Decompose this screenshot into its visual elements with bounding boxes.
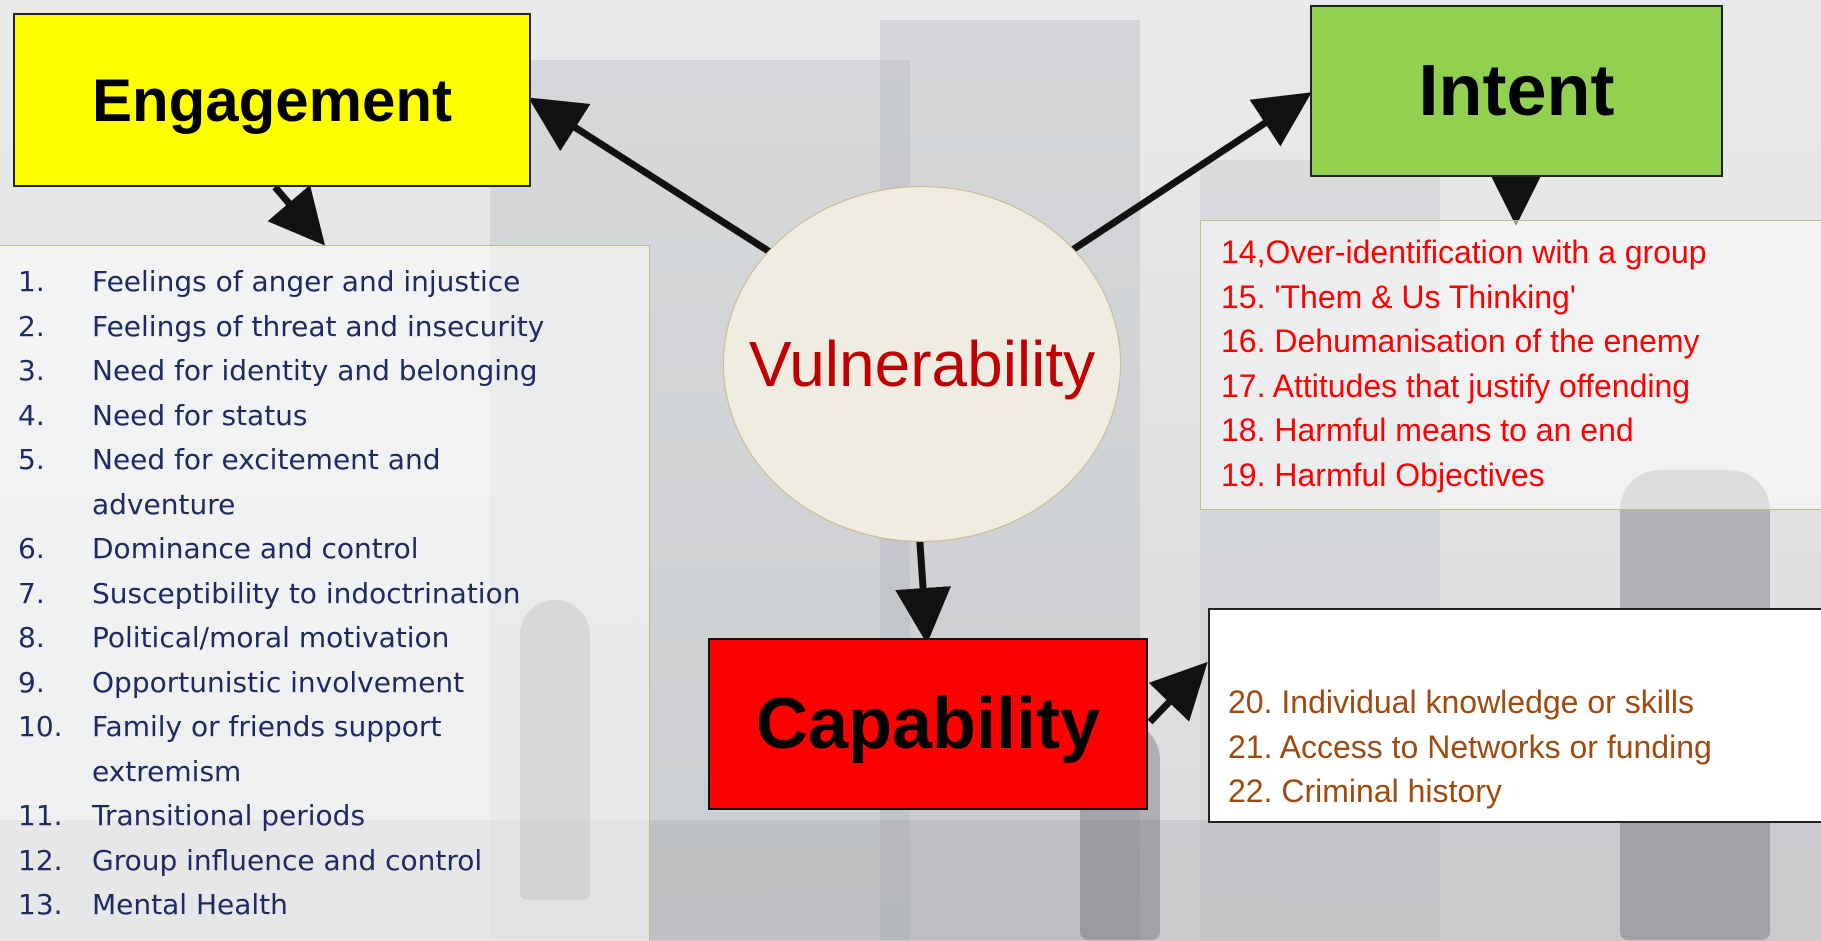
list-item: 15. 'Them & Us Thinking' [1221, 278, 1576, 315]
list-item: 8. Political/moral motivation [18, 616, 649, 661]
list-item: 1. Feelings of anger and injustice [18, 260, 649, 305]
item-text: Need for status [92, 398, 308, 432]
intent-factors-list: 14,Over-identification with a group 15. … [1201, 221, 1821, 497]
item-number: 9. [18, 665, 45, 699]
list-item: 22. Criminal history [1228, 773, 1502, 809]
capability-title: Capability [755, 684, 1101, 764]
item-number: 11. [18, 799, 63, 832]
item-number: 13. [18, 888, 63, 921]
list-item: 21. Access to Networks or funding [1228, 728, 1712, 765]
vulnerability-node: Vulnerability [723, 186, 1121, 542]
arrow-capability-to-list [1147, 661, 1208, 725]
intent-factors-panel: 14,Over-identification with a group 15. … [1200, 220, 1821, 510]
item-number: 1. [18, 265, 45, 298]
intent-title-box: Intent [1310, 5, 1723, 177]
vulnerability-label: Vulnerability [748, 328, 1096, 400]
list-item: 7. Susceptibility to indoctrination [18, 572, 649, 617]
item-text: Need for excitement and adventure [92, 443, 441, 521]
intent-title: Intent [1418, 51, 1615, 131]
item-number: 12. [18, 843, 63, 877]
list-item: 10. Family or friends support extremism [18, 705, 488, 794]
item-text: Opportunistic involvement [92, 665, 465, 699]
item-number: 10. [18, 710, 63, 743]
list-item: 2. Feelings of threat and insecurity [18, 305, 649, 350]
engagement-factors-panel: 1. Feelings of anger and injustice 2. Feel… [0, 245, 650, 941]
item-number: 2. [18, 309, 45, 343]
item-text: Need for identity and belonging [92, 354, 538, 387]
list-item: 20. Individual knowledge or skills [1228, 684, 1695, 720]
list-item: 9. Opportunistic involvement [18, 661, 649, 706]
arrow-engagement-to-list [267, 184, 326, 246]
item-number: 3. [18, 354, 45, 387]
engagement-title-box: Engagement [13, 13, 531, 187]
item-text: Transitional periods [92, 799, 366, 832]
arrow-vulnerability-to-intent [1043, 92, 1312, 271]
list-item: 13. Mental Health [18, 883, 649, 928]
item-text: Mental Health [92, 888, 288, 921]
list-item: 19. Harmful Objectives [1221, 456, 1545, 493]
item-number: 4. [18, 398, 45, 432]
item-number: 7. [18, 576, 45, 610]
list-item: 18. Harmful means to an end [1221, 412, 1634, 448]
capability-factors-list: 20. Individual knowledge or skills 21. A… [1210, 610, 1821, 814]
list-item: 3. Need for identity and belonging [18, 349, 649, 394]
capability-factors-panel: 20. Individual knowledge or skills 21. A… [1208, 608, 1821, 823]
item-text: Feelings of threat and insecurity [92, 309, 545, 343]
capability-title-box: Capability [708, 638, 1148, 810]
item-text: Political/moral motivation [92, 621, 450, 654]
engagement-title: Engagement [91, 66, 453, 134]
list-item: 17. Attitudes that justify offending [1221, 367, 1691, 404]
list-item: 11. Transitional periods [18, 794, 649, 839]
list-item: 5. Need for excitement and adventure [18, 438, 488, 527]
item-text: Susceptibility to indoctrination [92, 576, 521, 610]
item-text: Dominance and control [92, 532, 419, 565]
engagement-factors-list: 1. Feelings of anger and injustice 2. Feel… [0, 246, 649, 928]
arrow-vulnerability-to-engagement [528, 97, 797, 271]
item-text: Group influence and control [92, 843, 483, 877]
item-number: 6. [18, 532, 45, 565]
item-number: 8. [18, 621, 45, 654]
list-item: 12. Group influence and control [18, 839, 649, 884]
list-item: 6. Dominance and control [18, 527, 649, 572]
list-item: 14,Over-identification with a group [1221, 234, 1707, 270]
list-item: 4. Need for status [18, 394, 649, 439]
item-number: 5. [18, 443, 45, 476]
item-text: Family or friends support extremism [92, 710, 442, 788]
list-item: 16. Dehumanisation of the enemy [1221, 323, 1700, 359]
item-text: Feelings of anger and injustice [92, 265, 521, 298]
